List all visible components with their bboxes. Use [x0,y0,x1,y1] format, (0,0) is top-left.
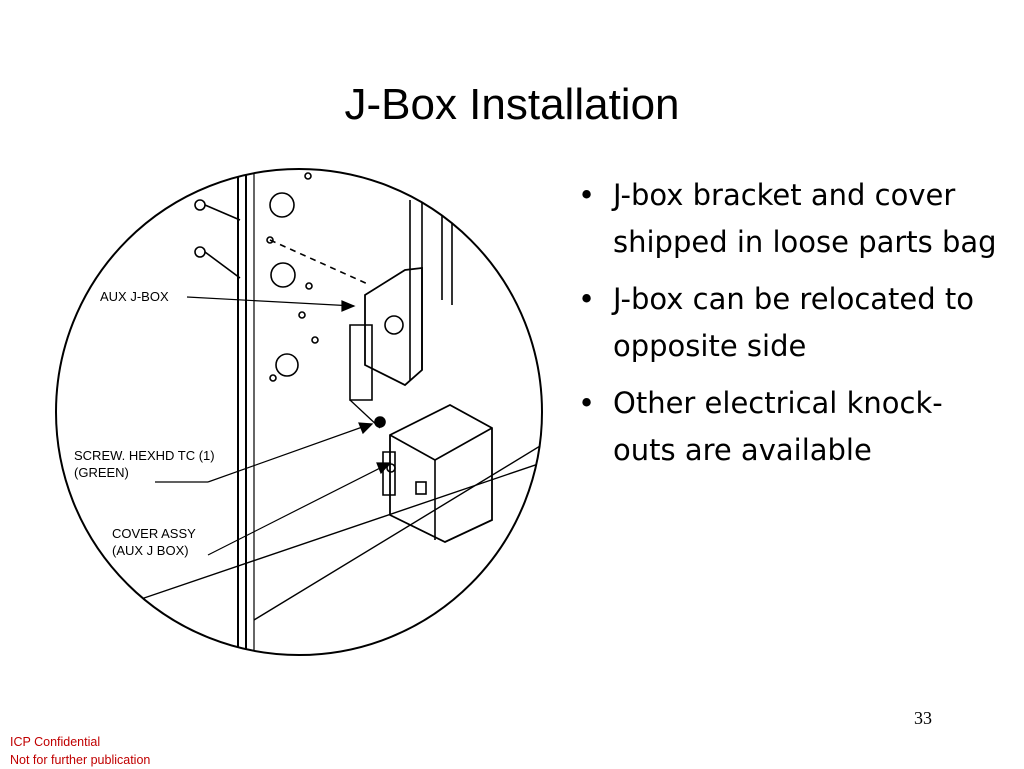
bullet-text: J-box bracket and cover shipped in loose… [613,178,997,259]
bullet-dot: • [578,386,596,420]
bullet-item: • J-box bracket and cover shipped in loos… [578,172,998,266]
bullet-dot: • [578,282,596,316]
page-number: 33 [914,708,932,728]
bullet-text: Other electrical knock-outs are availabl… [613,386,943,467]
footer-line-1: ICP Confidential [10,735,101,749]
label-aux-jbox: AUX J-BOX [100,289,169,304]
bullet-dot: • [578,178,596,212]
bullet-list: • J-box bracket and cover shipped in loos… [578,172,998,484]
footer-line-2: Not for further publication [10,753,151,767]
label-cover-line2: (AUX J BOX) [112,543,189,558]
slide-title: J-Box Installation [344,80,680,129]
bullet-text: J-box can be relocated to opposite side [613,282,974,363]
label-screw-line1: SCREW. HEXHD TC (1) [74,448,215,463]
label-cover-line1: COVER ASSY [112,526,196,541]
label-screw-line2: (GREEN) [74,465,129,480]
jbox-diagram: AUX J-BOX SCREW. HEXHD TC (1) (GREEN) CO… [55,168,543,656]
bullet-item: • J-box can be relocated to opposite side [578,276,998,370]
confidential-footer: ICP Confidential Not for further publica… [10,733,150,769]
bullet-item: • Other electrical knock-outs are availab… [578,380,998,474]
